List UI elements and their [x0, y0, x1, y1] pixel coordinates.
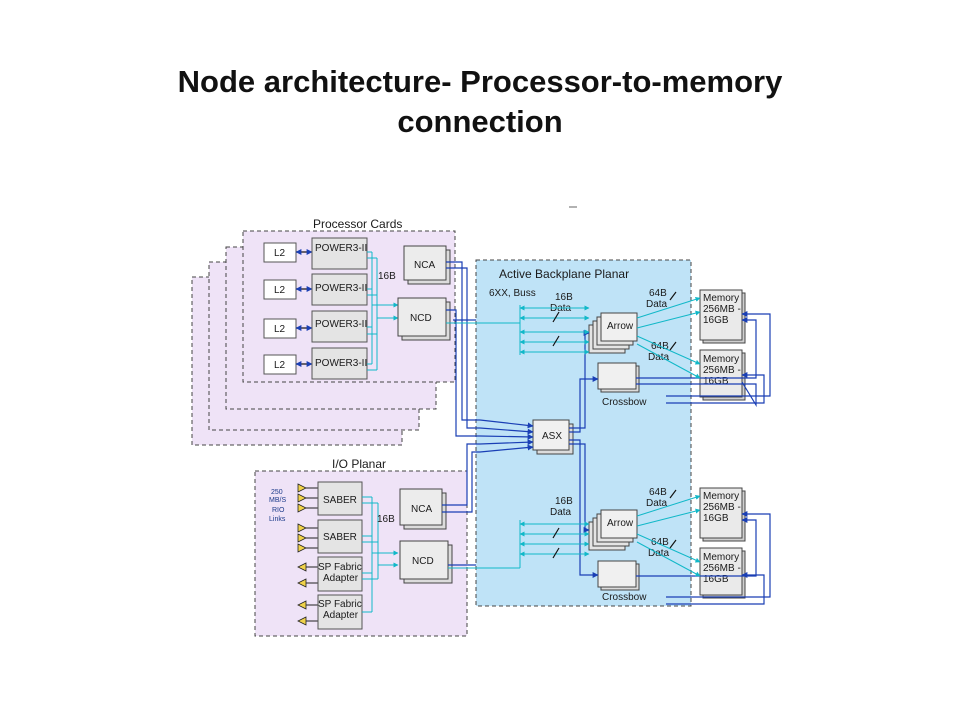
- l2-label-3: L2: [274, 324, 286, 335]
- memory-4-line1: Memory: [703, 552, 739, 563]
- power3-chip-2: [311, 273, 368, 306]
- processor-cards-label: Processor Cards: [313, 217, 402, 231]
- power3-label-3: POWER3-II: [315, 319, 367, 330]
- memory-module-2: Memory 256MB - 16GB: [699, 349, 746, 401]
- crossbow-chip-bottom-face: [597, 560, 637, 588]
- data-64b-3-line2: Data: [646, 498, 668, 509]
- nca-label-io: NCA: [411, 504, 432, 515]
- buss-label: 6XX, Buss: [489, 288, 536, 299]
- ncd-label-io: NCD: [412, 556, 434, 567]
- data-64b-1-line1: 64B: [649, 288, 667, 299]
- saber-label-2: SABER: [323, 532, 357, 543]
- arrow-stack-top: Arrow: [588, 312, 638, 354]
- memory-3-line3: 16GB: [703, 513, 729, 524]
- data-lines: [446, 296, 701, 577]
- power3-chip-1: [311, 237, 368, 270]
- memory-module-1: Memory 256MB - 16GB: [699, 289, 746, 344]
- memory-1-line3: 16GB: [703, 315, 729, 326]
- sp-fabric-1-line2: Adapter: [323, 573, 359, 584]
- ncd-chip-io: [399, 540, 449, 580]
- title-line-2: connection: [397, 104, 563, 139]
- power3-label-2: POWER3-II: [315, 283, 367, 294]
- processor-bus: [367, 251, 399, 371]
- sp-fabric-1-line1: SP Fabric: [318, 562, 362, 573]
- data-64b-4-line1: 64B: [651, 537, 669, 548]
- ncd-label-top: NCD: [410, 313, 432, 324]
- data-64b-3-line1: 64B: [649, 487, 667, 498]
- nca-label-top: NCA: [414, 260, 435, 271]
- memory-3-line2: 256MB -: [703, 502, 741, 513]
- memory-2-line3: 16GB: [703, 376, 729, 387]
- l2-label-4: L2: [274, 360, 286, 371]
- memory-2-line2: 256MB -: [703, 365, 741, 376]
- rio-line3: RIO: [272, 507, 285, 514]
- data-16b-bottom-line2: Data: [550, 507, 572, 518]
- sp-fabric-2-line1: SP Fabric: [318, 599, 362, 610]
- power3-label-4: POWER3-II: [315, 358, 367, 369]
- data-64b-1-line2: Data: [646, 299, 668, 310]
- rio-line1: 250: [271, 489, 283, 496]
- memory-4-line2: 256MB -: [703, 563, 741, 574]
- io-bus-16b-label: 16B: [377, 514, 395, 525]
- memory-3-line1: Memory: [703, 491, 739, 502]
- data-16b-top-line1: 16B: [555, 292, 573, 303]
- data-16b-bottom-line1: 16B: [555, 496, 573, 507]
- processor-rows: L2 POWER3-II L2 POWER3-II L2 POWER3-II L…: [263, 237, 368, 380]
- nca-chip-top: [403, 245, 447, 281]
- rio-line2: MB/S: [269, 497, 286, 504]
- l2-label-1: L2: [274, 248, 286, 259]
- saber-label-1: SABER: [323, 495, 357, 506]
- saber-chip-1: [317, 481, 363, 516]
- rio-line4: Links: [269, 516, 286, 523]
- crossbow-label-bottom: Crossbow: [602, 592, 647, 603]
- power3-label-1: POWER3-II: [315, 243, 367, 254]
- title-line-1: Node architecture- Processor-to-memory: [177, 64, 783, 99]
- crossbow-chip-top-face: [597, 362, 637, 390]
- memory-1-line2: 256MB -: [703, 304, 741, 315]
- rio-link-arrows: [297, 483, 307, 626]
- bus-slash-marks: [552, 291, 677, 559]
- rio-link-lines: [306, 487, 318, 622]
- nca-chip-io: [399, 488, 443, 526]
- sp-fabric-2-line2: Adapter: [323, 610, 359, 621]
- backplane-label: Active Backplane Planar: [499, 267, 629, 281]
- asx-label: ASX: [542, 431, 562, 442]
- arrow-label-bottom: Arrow: [607, 518, 634, 529]
- memory-module-4: Memory 256MB - 16GB: [699, 547, 746, 599]
- bus-16b-label: 16B: [378, 271, 396, 282]
- io-bus: [362, 496, 399, 613]
- memory-module-3: Memory 256MB - 16GB: [699, 487, 746, 542]
- asx-chip: [532, 419, 570, 451]
- data-64b-2-line2: Data: [648, 352, 670, 363]
- memory-2-line1: Memory: [703, 354, 739, 365]
- sp-fabric-adapter-1: [317, 556, 363, 592]
- crossbow-label-top: Crossbow: [602, 397, 647, 408]
- memory-1-line1: Memory: [703, 293, 739, 304]
- ncd-chip-top: [397, 297, 447, 337]
- l2-label-2: L2: [274, 285, 286, 296]
- power3-chip-3: [311, 310, 368, 343]
- sp-fabric-adapter-2: [317, 594, 363, 630]
- io-planar-label: I/O Planar: [332, 457, 386, 471]
- memory-4-line3: 16GB: [703, 574, 729, 585]
- arrow-label-top: Arrow: [607, 321, 634, 332]
- slide-title: Node architecture- Processor-to-memory c…: [0, 62, 960, 142]
- arrow-stack-bottom: Arrow: [588, 509, 638, 551]
